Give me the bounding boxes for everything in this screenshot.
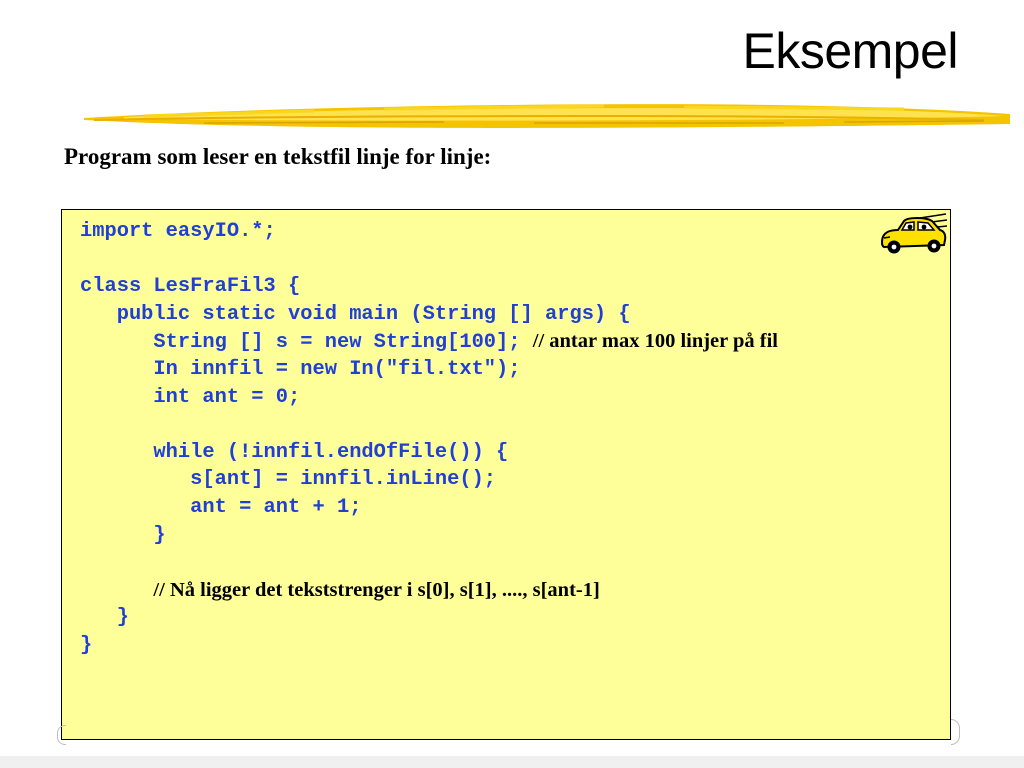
- code-box: import easyIO.*; class LesFraFil3 { publ…: [61, 209, 951, 740]
- code-text: In innfil = new In("fil.txt");: [80, 357, 521, 381]
- code-line: ant = ant + 1;: [80, 494, 950, 522]
- code-line: int ant = 0;: [80, 384, 950, 412]
- code-text: }: [80, 606, 129, 630]
- title-underline-brushstroke: [84, 104, 1010, 128]
- code-comment: // antar max 100 linjer på fil: [532, 330, 779, 353]
- code-line: In innfil = new In("fil.txt");: [80, 356, 950, 384]
- code-line: public static void main (String [] args)…: [80, 301, 950, 329]
- code-text: class LesFraFil3 {: [80, 275, 301, 299]
- code-line: s[ant] = innfil.inLine();: [80, 466, 950, 494]
- code-line: class LesFraFil3 {: [80, 273, 950, 301]
- footer-decoration-left: [57, 725, 66, 745]
- code-text: public static void main (String [] args)…: [80, 302, 631, 326]
- code-text: ant = ant + 1;: [80, 495, 362, 519]
- code-line: [80, 411, 950, 439]
- footer-bar: [0, 756, 1024, 768]
- car-icon: [880, 213, 948, 254]
- code-line: String [] s = new String[100]; // antar …: [80, 328, 950, 356]
- code-line: // Nå ligger det tekststrenger i s[0], s…: [80, 577, 950, 605]
- code-text: import easyIO.*;: [80, 220, 276, 243]
- code-line: }: [80, 632, 950, 660]
- code-text: int ant = 0;: [80, 385, 301, 409]
- code-line: [80, 549, 950, 577]
- code-text: }: [80, 523, 166, 547]
- footer-decoration-right: [951, 719, 960, 745]
- code-text: while (!innfil.endOfFile()) {: [80, 440, 509, 464]
- slide-title: Eksempel: [742, 23, 958, 79]
- code-listing: import easyIO.*; class LesFraFil3 { publ…: [80, 218, 950, 660]
- code-indent: [80, 580, 153, 603]
- code-line: }: [80, 522, 950, 550]
- code-line: import easyIO.*;: [80, 218, 950, 246]
- code-text: String [] s = new String[100];: [80, 331, 521, 355]
- code-comment: // Nå ligger det tekststrenger i s[0], s…: [153, 578, 600, 601]
- code-text: s[ant] = innfil.inLine();: [80, 468, 497, 492]
- code-line: [80, 246, 950, 274]
- code-line: while (!innfil.endOfFile()) {: [80, 439, 950, 467]
- code-line: }: [80, 604, 950, 632]
- slide-subtitle: Program som leser en tekstfil linje for …: [64, 144, 492, 169]
- code-text: }: [80, 633, 93, 657]
